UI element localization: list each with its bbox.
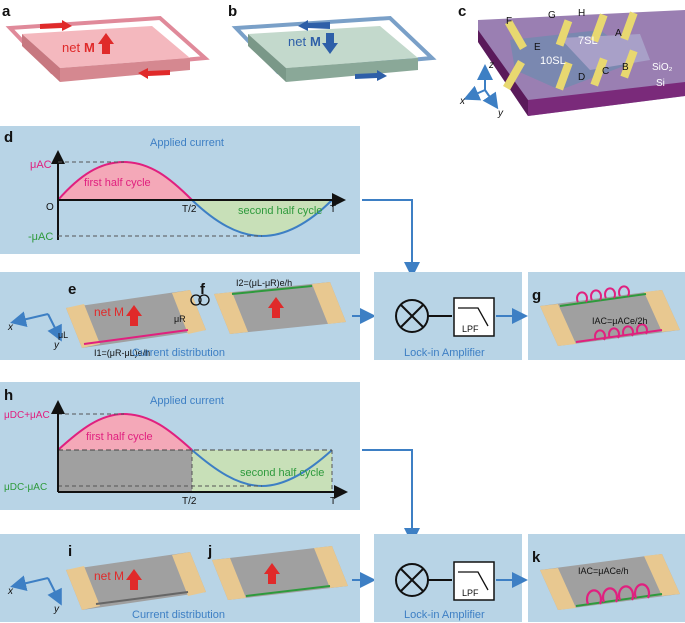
panel-label-i: i xyxy=(68,543,72,560)
panel-h-title: Applied current xyxy=(150,395,224,407)
panel-k-slab xyxy=(540,554,680,610)
panel-ef-caption: Current distribution xyxy=(132,347,225,359)
panel-d-title: Applied current xyxy=(150,137,224,149)
panel-d-T: T xyxy=(330,204,336,215)
axis-x: x xyxy=(459,96,466,107)
device-label-10SL: 10SL xyxy=(540,55,566,67)
panel-j-slab xyxy=(212,546,348,600)
panel-label-d: d xyxy=(4,129,13,146)
device-label-A: A xyxy=(615,28,622,39)
panel-d-neg-mu-ac: -μAC xyxy=(28,231,53,243)
panel-f-slab xyxy=(214,282,346,334)
lockin-upper-caption: Lock-in Amplifier xyxy=(404,347,485,359)
device-label-7SL: 7SL xyxy=(578,35,598,47)
panel-label-h: h xyxy=(4,387,13,404)
panel-h-half: T/2 xyxy=(182,496,197,507)
panel-label-e: e xyxy=(68,281,76,298)
axis-z: z xyxy=(488,60,494,71)
panel-b-M: M xyxy=(310,34,321,49)
lpf-icon-upper xyxy=(453,297,495,337)
panel-d-first: first half cycle xyxy=(84,177,151,189)
panel-e-netM: net M xyxy=(94,305,124,319)
panel-h-second: second half cycle xyxy=(240,467,324,479)
device-label-E: E xyxy=(534,42,541,53)
panel-label-k: k xyxy=(532,549,541,566)
current-source-icon xyxy=(190,294,210,306)
device-label-H: H xyxy=(578,8,585,19)
device-label-F: F xyxy=(506,16,512,27)
connector-d xyxy=(362,199,420,278)
panel-h-first: first half cycle xyxy=(86,431,153,443)
panel-a-net: net xyxy=(62,40,80,55)
panel-label-g: g xyxy=(532,287,541,304)
device-label-G: G xyxy=(548,10,556,21)
axes-icon xyxy=(463,64,499,110)
panel-label-j: j xyxy=(207,543,212,560)
panel-d-plot xyxy=(51,150,346,240)
panel-ij-axes-icon xyxy=(10,575,62,606)
panel-a-up-arrow-icon xyxy=(98,33,114,54)
panel-e-I1: I1=(μR-μL)e/h xyxy=(94,348,150,358)
panel-k-eq: IAC=μACe/h xyxy=(578,566,628,576)
panel-a-M: M xyxy=(84,40,95,55)
panel-i-slab xyxy=(66,552,206,610)
panel-ef-axes-icon xyxy=(10,311,62,342)
panel-i-netM: net M xyxy=(94,569,124,583)
panel-f-I2: I2=(μL-μR)e/h xyxy=(236,278,292,288)
panel-h-T: T xyxy=(330,496,336,507)
lockin-lower-caption: Lock-in Amplifier xyxy=(404,609,485,621)
panel-ef-y: y xyxy=(53,340,60,351)
panel-e-slab xyxy=(66,290,206,348)
panel-b-slab xyxy=(231,15,437,82)
device-label-B: B xyxy=(622,62,629,73)
panel-ij-y: y xyxy=(53,604,60,615)
device-label-SiO2: SiO₂ xyxy=(652,62,673,73)
panel-h-bottom: μDC-μAC xyxy=(4,482,47,493)
lpf-label-lower: LPF xyxy=(462,588,479,598)
panel-h-top: μDC+μAC xyxy=(4,410,50,421)
device-label-D: D xyxy=(578,72,585,83)
panel-b-down-arrow-icon xyxy=(322,33,338,54)
panel-f-muR: μR xyxy=(174,314,186,324)
panel-d-second: second half cycle xyxy=(238,205,322,217)
panel-ef-x: x xyxy=(7,322,14,333)
connector-h xyxy=(362,449,420,544)
axis-y: y xyxy=(497,108,504,119)
panel-d-origin: O xyxy=(46,202,54,213)
panel-e-muL: μL xyxy=(58,330,68,340)
panel-label-c: c xyxy=(458,3,466,20)
panel-ij-x: x xyxy=(7,586,14,597)
panel-label-b: b xyxy=(228,3,237,20)
device-label-Si: Si xyxy=(656,78,665,89)
panel-d-mu-ac: μAC xyxy=(30,159,52,171)
panel-b-net: net xyxy=(288,34,306,49)
panel-g-slab xyxy=(540,285,680,346)
lockin-lower-bg xyxy=(374,534,522,622)
panel-label-a: a xyxy=(2,3,11,20)
panel-ij-caption: Current distribution xyxy=(132,609,225,621)
panel-h-plot xyxy=(51,400,348,499)
panel-label-f: f xyxy=(200,281,206,298)
panel-c-device xyxy=(478,10,685,116)
lpf-icon-lower xyxy=(453,561,495,601)
panel-g-eq: IAC=μACe/2h xyxy=(592,316,647,326)
device-label-C: C xyxy=(602,66,609,77)
panel-d-half: T/2 xyxy=(182,204,197,215)
lpf-label-upper: LPF xyxy=(462,324,479,334)
